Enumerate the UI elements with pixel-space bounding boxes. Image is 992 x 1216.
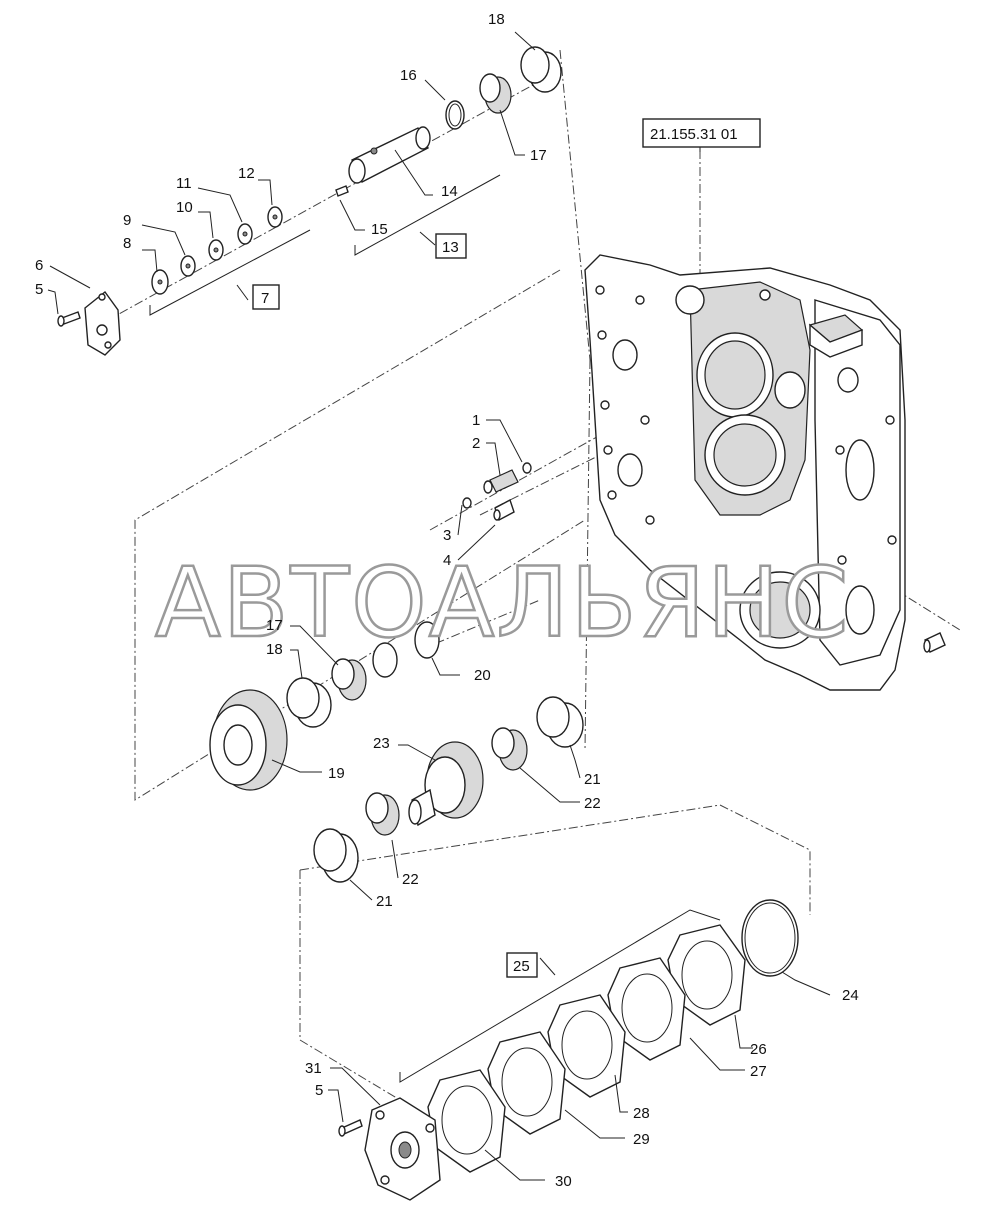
input-shaft-group bbox=[57, 46, 562, 356]
gearbox-housing bbox=[584, 254, 946, 691]
callout: 20 bbox=[474, 667, 491, 684]
callout: 16 bbox=[400, 67, 417, 84]
leader-lines bbox=[47, 31, 831, 1181]
gear-train-group bbox=[209, 621, 584, 883]
boxed-callout: 25 bbox=[513, 958, 530, 975]
callout: 22 bbox=[402, 871, 419, 888]
callout: 19 bbox=[328, 765, 345, 782]
callout: 21 bbox=[584, 771, 601, 788]
watermark: АВТОАЛЬЯНС bbox=[155, 547, 850, 659]
callouts: 1 2 3 4 5 5 6 8 9 10 11 12 14 15 16 17 1… bbox=[35, 11, 859, 1190]
callout: 31 bbox=[305, 1060, 322, 1077]
callout: 27 bbox=[750, 1063, 767, 1080]
callout: 14 bbox=[441, 183, 458, 200]
callout: 18 bbox=[266, 641, 283, 658]
small-parts-group bbox=[462, 462, 532, 522]
callout: 17 bbox=[266, 617, 283, 634]
callout: 4 bbox=[443, 552, 451, 569]
callout: 24 bbox=[842, 987, 859, 1004]
callout: 28 bbox=[633, 1105, 650, 1122]
reference-box: 21.155.31 01 bbox=[642, 118, 761, 148]
callout: 2 bbox=[472, 435, 480, 452]
callout: 29 bbox=[633, 1131, 650, 1148]
boxed-callout: 7 bbox=[261, 290, 269, 307]
callout: 30 bbox=[555, 1173, 572, 1190]
callout: 1 bbox=[472, 412, 480, 429]
boxed-callouts: 7 13 25 bbox=[252, 233, 538, 978]
callout: 23 bbox=[373, 735, 390, 752]
callout: 26 bbox=[750, 1041, 767, 1058]
callout: 22 bbox=[584, 795, 601, 812]
boxed-callout: 13 bbox=[442, 239, 459, 256]
callout: 6 bbox=[35, 257, 43, 274]
cover-gasket-group bbox=[338, 899, 799, 1201]
callout: 8 bbox=[123, 235, 131, 252]
callout: 15 bbox=[371, 221, 388, 238]
callout: 12 bbox=[238, 165, 255, 182]
callout: 11 bbox=[176, 175, 192, 192]
reference-label: 21.155.31 01 bbox=[650, 126, 738, 143]
callout: 3 bbox=[443, 527, 451, 544]
callout: 9 bbox=[123, 212, 131, 229]
callout: 5 bbox=[315, 1082, 323, 1099]
callout: 18 bbox=[488, 11, 505, 28]
callout: 5 bbox=[35, 281, 43, 298]
callout: 17 bbox=[530, 147, 547, 164]
callout: 10 bbox=[176, 199, 193, 216]
callout: 21 bbox=[376, 893, 393, 910]
